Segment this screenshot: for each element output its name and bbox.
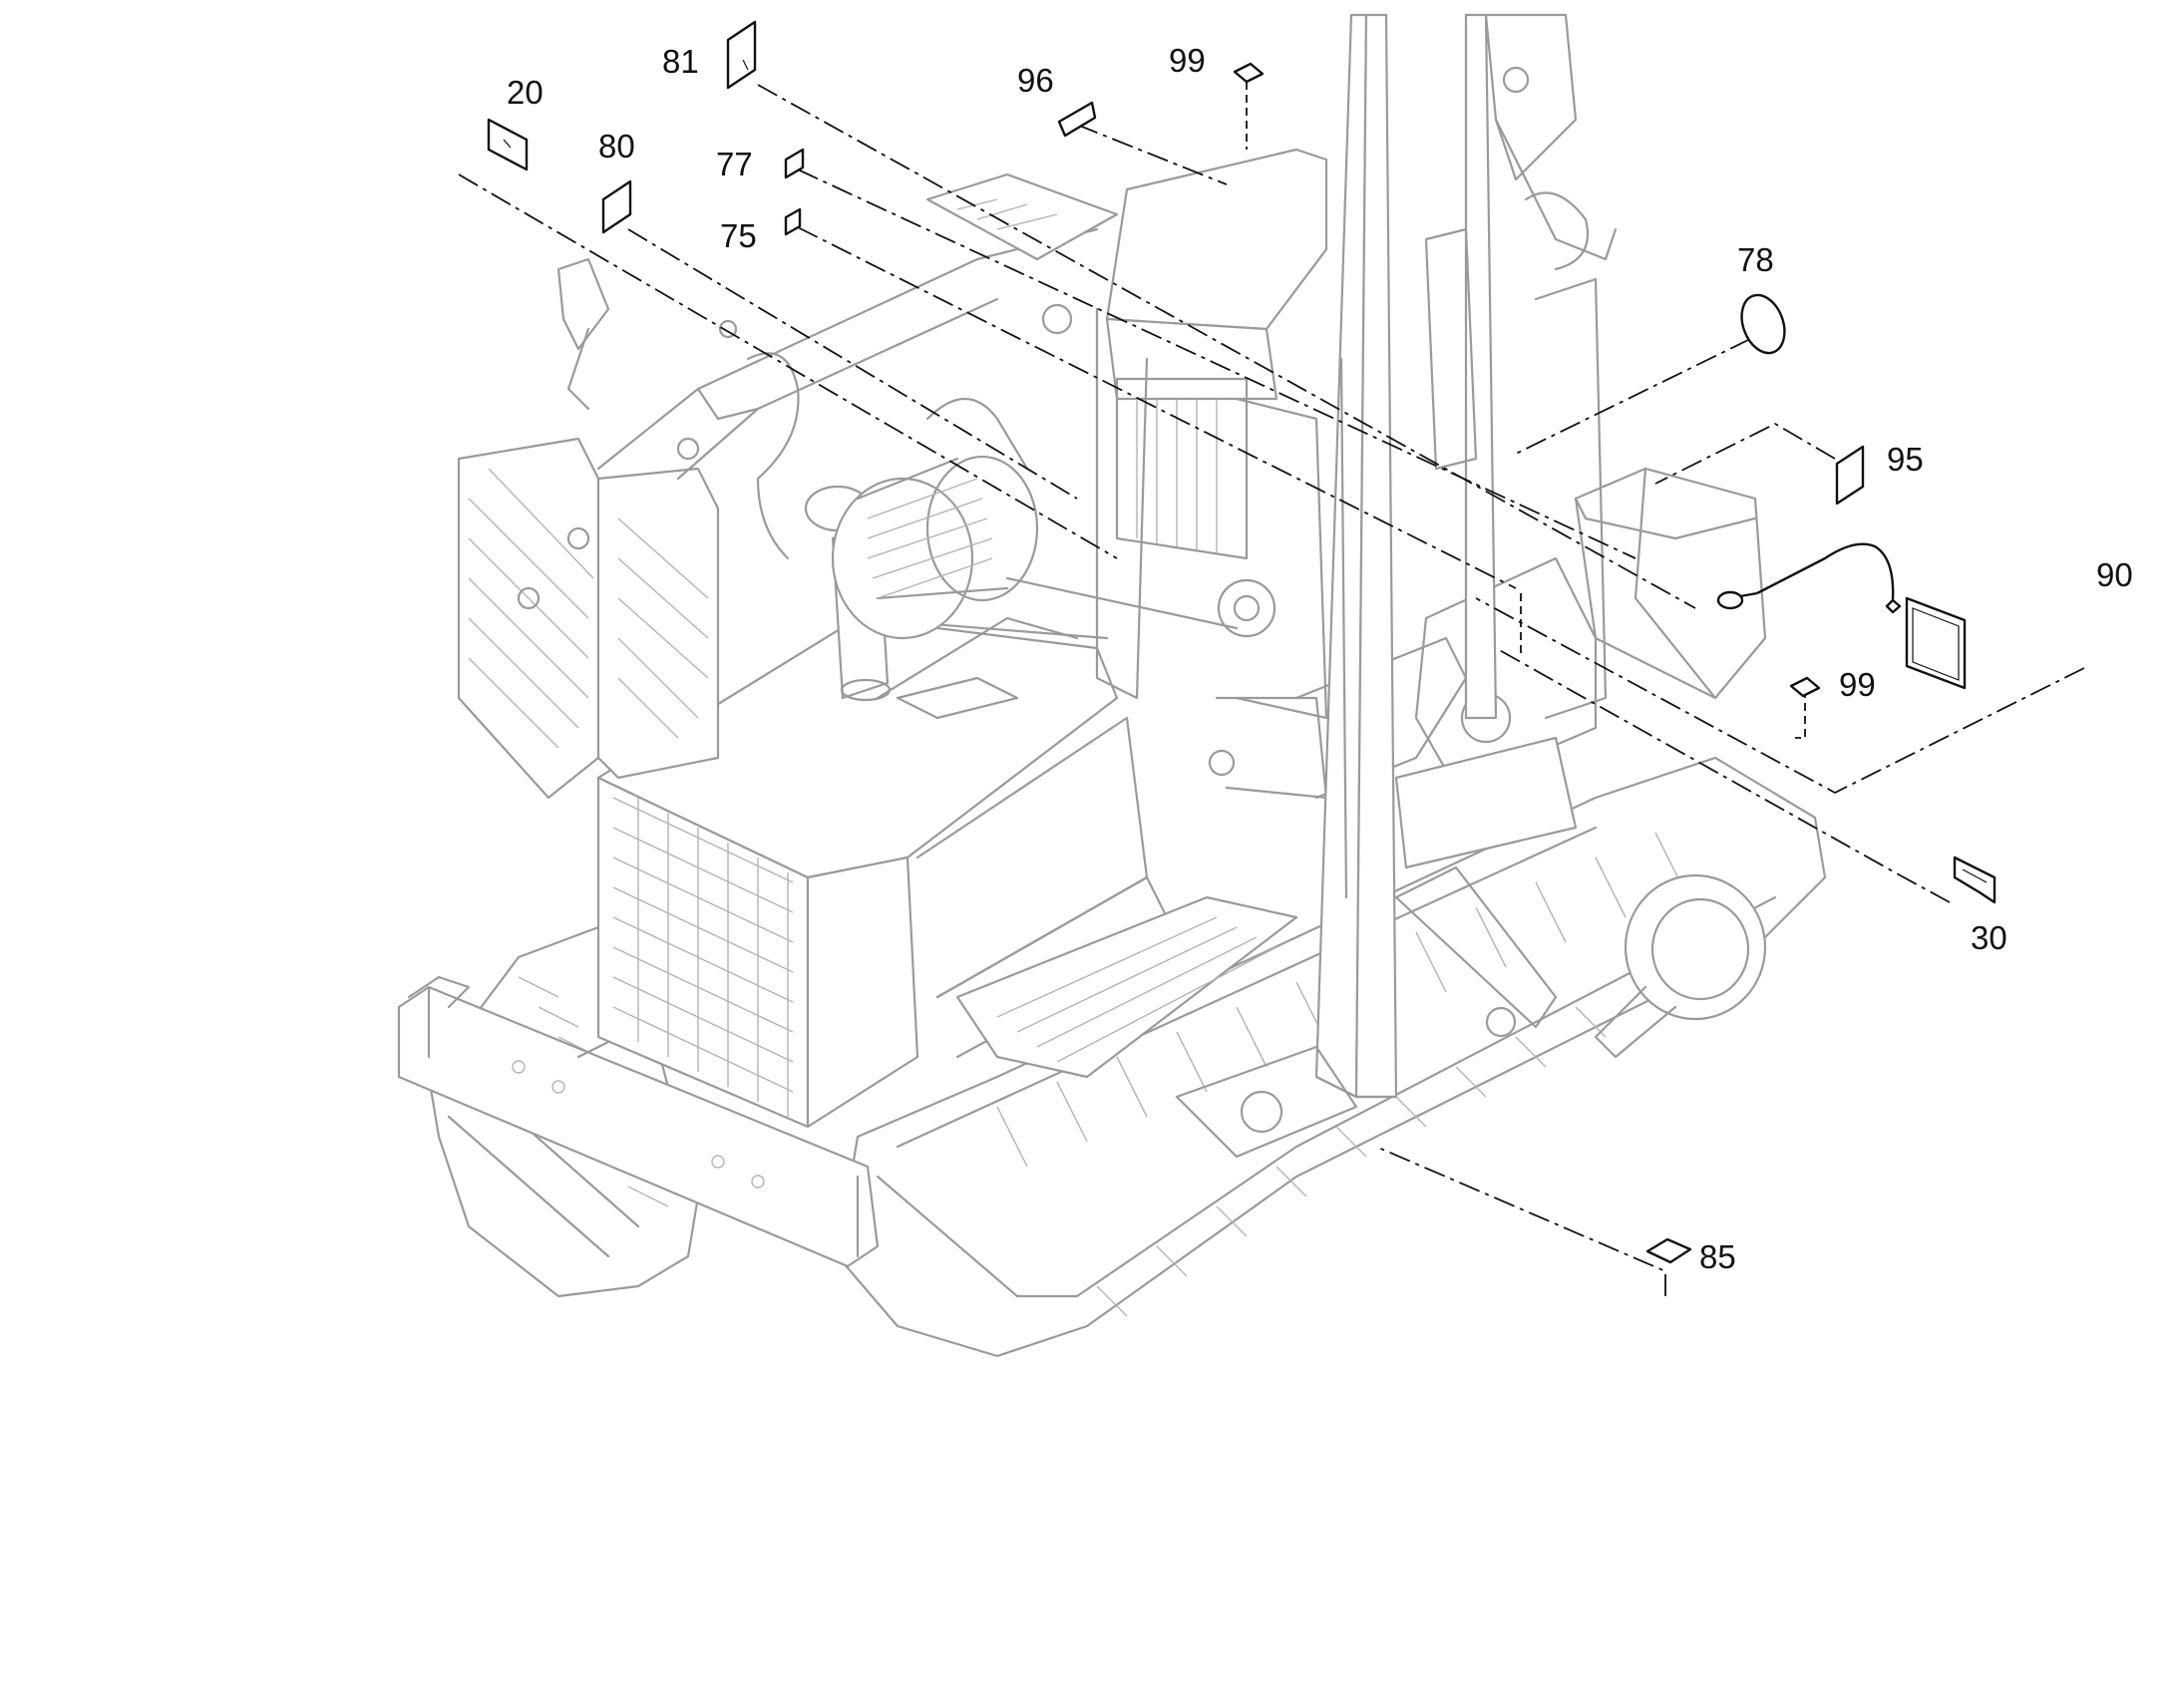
callout-81: 81 <box>662 43 699 80</box>
decal-30 <box>1953 855 1997 904</box>
mast <box>1314 13 1618 1099</box>
callout-80: 80 <box>598 128 635 165</box>
callout-75: 75 <box>720 217 757 254</box>
callout-99-top: 99 <box>1169 42 1206 79</box>
leader-90 <box>1475 597 2085 795</box>
decal-78 <box>1740 293 1786 355</box>
callout-95: 95 <box>1887 441 1924 478</box>
leader-75 <box>797 226 1517 589</box>
callout-77: 77 <box>716 146 753 182</box>
label-parts <box>487 20 1997 1264</box>
decal-85 <box>1645 1237 1692 1264</box>
leader-78 <box>1515 338 1751 455</box>
decal-20 <box>487 118 529 171</box>
decal-77 <box>784 148 805 179</box>
tether-cable-90 <box>1716 542 1902 614</box>
decal-95 <box>1835 445 1865 506</box>
engine-hood <box>596 616 1179 1129</box>
leader-80 <box>627 228 1078 500</box>
decal-90 <box>1905 596 1967 690</box>
leader-30 <box>1495 647 1951 903</box>
leader-77 <box>797 169 1636 559</box>
callout-20: 20 <box>507 74 544 111</box>
cable-guide <box>746 303 1073 560</box>
decal-75 <box>784 207 802 236</box>
leader-99-right <box>1795 690 1806 739</box>
decal-96 <box>1057 101 1097 138</box>
callout-numbers: 20 81 80 77 75 96 99 78 95 90 99 30 85 <box>507 42 2133 1275</box>
machine-body <box>397 13 1827 1358</box>
decal-80 <box>601 179 632 234</box>
callout-99-right: 99 <box>1839 666 1876 703</box>
leader-96 <box>1076 124 1228 185</box>
decal-99-right <box>1789 676 1821 698</box>
callout-30: 30 <box>1971 919 2007 956</box>
left-counterweight <box>457 437 720 800</box>
winch-drum <box>831 455 1239 640</box>
leader-lines <box>458 82 2085 1296</box>
callout-85: 85 <box>1699 1238 1736 1275</box>
foot-tray <box>955 895 1358 1159</box>
tower-base <box>1095 148 1328 800</box>
right-housing <box>1294 467 1767 800</box>
callout-96: 96 <box>1017 62 1054 99</box>
decal-81 <box>726 20 757 90</box>
callout-78: 78 <box>1737 241 1774 278</box>
decal-99-top <box>1233 62 1265 84</box>
leader-85 <box>1375 1146 1666 1296</box>
boom-frame <box>556 172 1119 481</box>
right-crawler-track <box>836 756 1827 1358</box>
front-frame <box>397 975 880 1268</box>
leader-95 <box>1654 422 1836 485</box>
leader-20 <box>458 173 1118 559</box>
callout-90: 90 <box>2096 556 2133 593</box>
leader-81 <box>757 84 1696 609</box>
